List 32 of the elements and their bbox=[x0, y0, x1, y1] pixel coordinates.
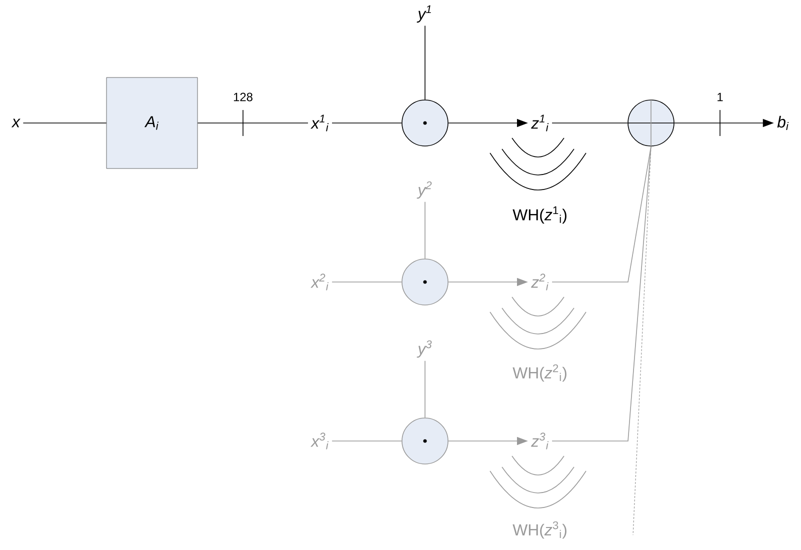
connector-line bbox=[552, 122, 628, 124]
connector-line bbox=[332, 122, 402, 124]
signal-label: y$^{2}$ bbox=[416, 181, 432, 199]
connector-line bbox=[424, 201, 426, 259]
multiply-circle bbox=[402, 100, 448, 146]
signal-label: x$^{3}$i bbox=[310, 432, 329, 450]
multiply-circle bbox=[402, 258, 448, 306]
process-box: A$_{i}$ bbox=[106, 77, 198, 169]
signal-label: x$^{1}$i bbox=[310, 114, 329, 132]
signal-label: z$^{1}$i bbox=[531, 114, 549, 132]
edge-label: 128 bbox=[234, 92, 252, 102]
connector-line bbox=[552, 146, 652, 282]
function-label: WH(z$^{1}$$_{i}$) bbox=[512, 206, 566, 224]
connector-line bbox=[424, 360, 426, 418]
connector-line bbox=[424, 25, 426, 100]
function-label: WH(z$^{2}$$_{i}$) bbox=[512, 364, 566, 382]
signal-label: y$^{3}$ bbox=[416, 340, 432, 358]
signal-label: z$^{2}$i bbox=[531, 274, 549, 290]
connector-line bbox=[552, 146, 652, 442]
input-label: x bbox=[11, 118, 20, 128]
signal-label: z$^{3}$i bbox=[531, 432, 549, 450]
output-label: b$_{i}$ bbox=[777, 116, 789, 130]
multiply-circle bbox=[402, 418, 448, 464]
connector-line bbox=[332, 440, 402, 442]
edge-label: 1 bbox=[718, 92, 723, 102]
signal-label: x$^{2}$i bbox=[310, 274, 329, 290]
connector-line bbox=[632, 146, 652, 536]
function-label: WH(z$^{3}$$_{i}$) bbox=[512, 521, 566, 539]
signal-label: y$^{1}$ bbox=[416, 5, 431, 23]
connector-line bbox=[197, 122, 308, 124]
connector-line bbox=[22, 122, 107, 124]
sum-circle bbox=[628, 100, 674, 146]
